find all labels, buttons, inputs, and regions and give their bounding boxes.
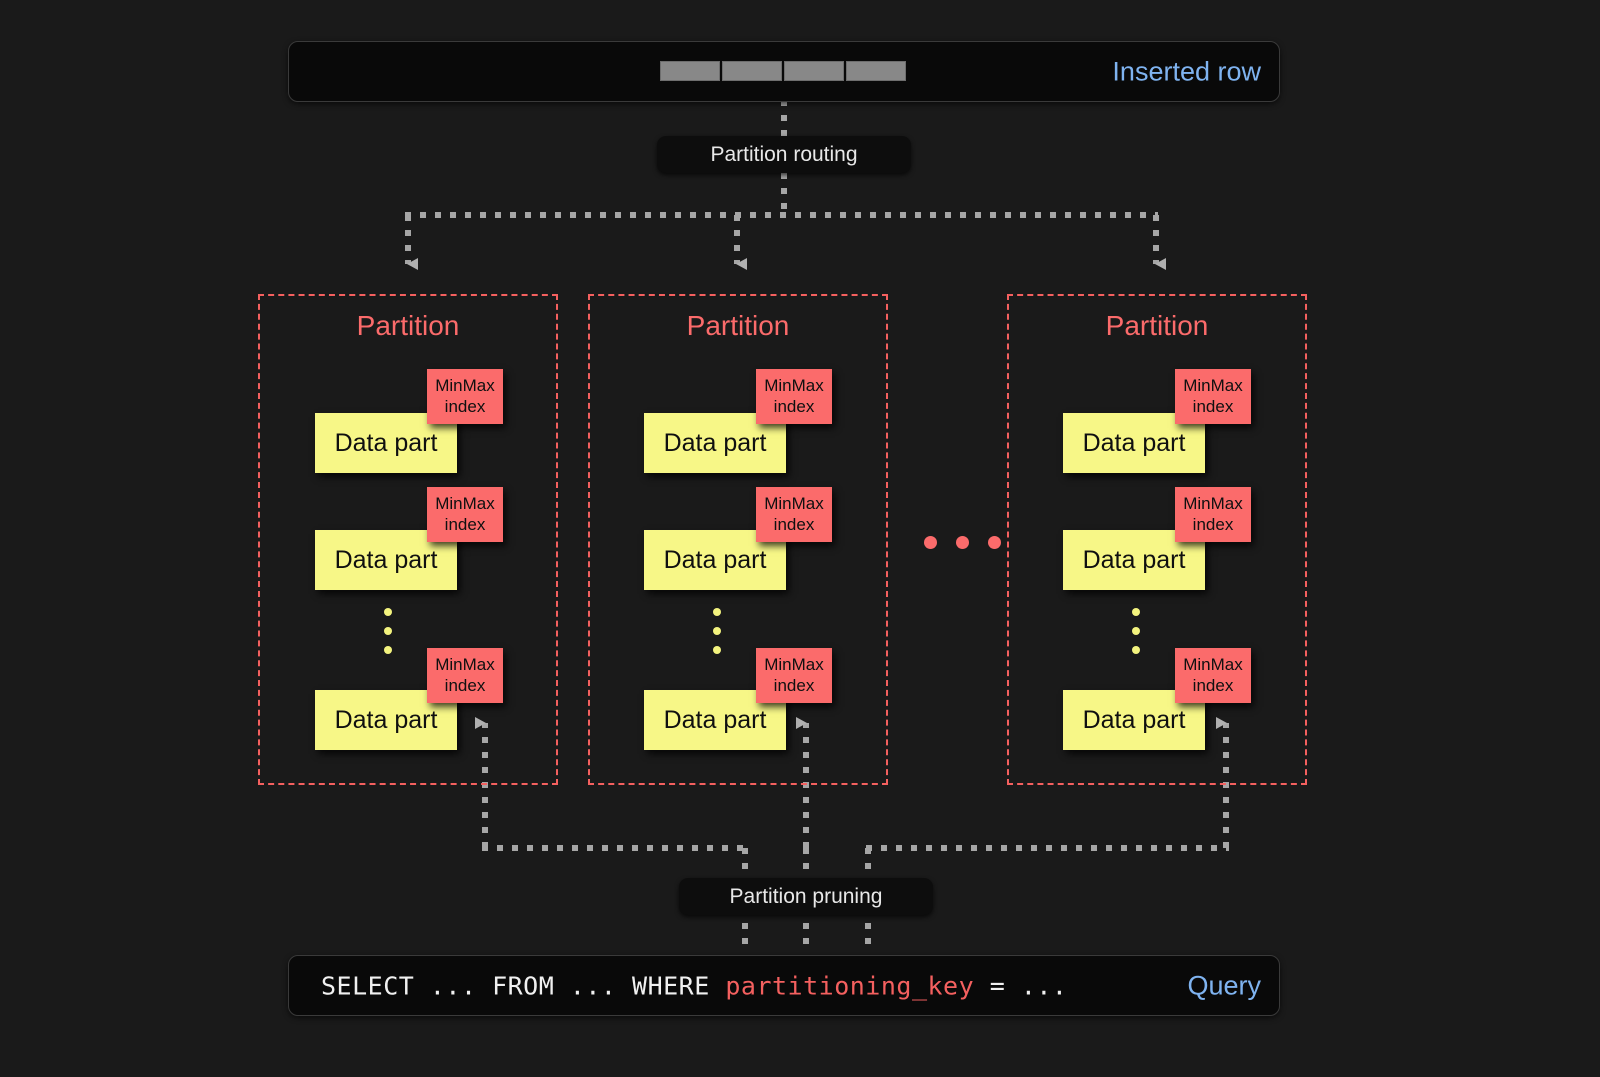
partition-box-3: Partition (1007, 294, 1307, 785)
minmax-index-line1: MinMax (435, 376, 495, 396)
partition-title: Partition (356, 310, 460, 341)
inserted-row-cells (660, 61, 906, 81)
minmax-index-line2: index (444, 514, 486, 534)
minmax-index-line2: index (1192, 514, 1234, 534)
data-part: Data part (644, 413, 786, 473)
minmax-index-box: MinMax index (1175, 369, 1251, 424)
minmax-index-line2: index (773, 514, 815, 534)
minmax-index-line1: MinMax (764, 494, 824, 514)
minmax-index-line1: MinMax (764, 376, 824, 396)
partition-title: Partition (686, 310, 790, 341)
query-suffix: = ... (974, 971, 1068, 1000)
minmax-index-line2: index (1192, 396, 1234, 416)
row-cell (784, 61, 844, 81)
row-cell (660, 61, 720, 81)
query-label: Query (1187, 970, 1261, 1000)
partition-box-2: Partition (588, 294, 888, 785)
minmax-index-line2: index (444, 675, 486, 695)
partition-routing-box: Partition routing (657, 136, 911, 173)
partition-pruning-label: Partition pruning (729, 884, 883, 908)
minmax-index-line1: MinMax (435, 494, 495, 514)
minmax-index-box: MinMax index (756, 369, 832, 424)
query-sql-text: SELECT ... FROM ... WHERE partitioning_k… (321, 971, 1067, 1000)
minmax-index-line1: MinMax (1183, 655, 1243, 675)
minmax-index-box: MinMax index (756, 487, 832, 542)
minmax-index-box: MinMax index (427, 487, 503, 542)
data-part: Data part (1063, 530, 1205, 590)
minmax-index-line1: MinMax (764, 655, 824, 675)
row-cell (846, 61, 906, 81)
minmax-index-box: MinMax index (1175, 648, 1251, 703)
minmax-index-line2: index (773, 675, 815, 695)
minmax-index-line1: MinMax (1183, 494, 1243, 514)
query-panel: SELECT ... FROM ... WHERE partitioning_k… (288, 955, 1280, 1016)
partition-routing-label: Partition routing (710, 142, 858, 166)
row-cell (722, 61, 782, 81)
minmax-index-line1: MinMax (1183, 376, 1243, 396)
minmax-index-box: MinMax index (427, 648, 503, 703)
query-prefix: SELECT ... FROM ... WHERE (321, 971, 726, 1000)
minmax-index-line2: index (444, 396, 486, 416)
between-partitions-ellipsis (924, 536, 1001, 549)
partition-box-1: Partition (258, 294, 558, 785)
partition-title: Partition (1105, 310, 1209, 341)
minmax-index-line1: MinMax (435, 655, 495, 675)
partition-3-ellipsis (1132, 608, 1140, 654)
minmax-index-box: MinMax index (756, 648, 832, 703)
minmax-index-line2: index (773, 396, 815, 416)
minmax-index-box: MinMax index (1175, 487, 1251, 542)
minmax-index-box: MinMax index (427, 369, 503, 424)
partition-pruning-box: Partition pruning (679, 878, 933, 915)
inserted-row-panel: Inserted row (288, 41, 1280, 102)
partition-1-ellipsis (384, 608, 392, 654)
minmax-index-line2: index (1192, 675, 1234, 695)
partition-2-ellipsis (713, 608, 721, 654)
query-partitioning-key: partitioning_key (725, 971, 975, 1000)
inserted-row-label: Inserted row (1112, 56, 1261, 86)
